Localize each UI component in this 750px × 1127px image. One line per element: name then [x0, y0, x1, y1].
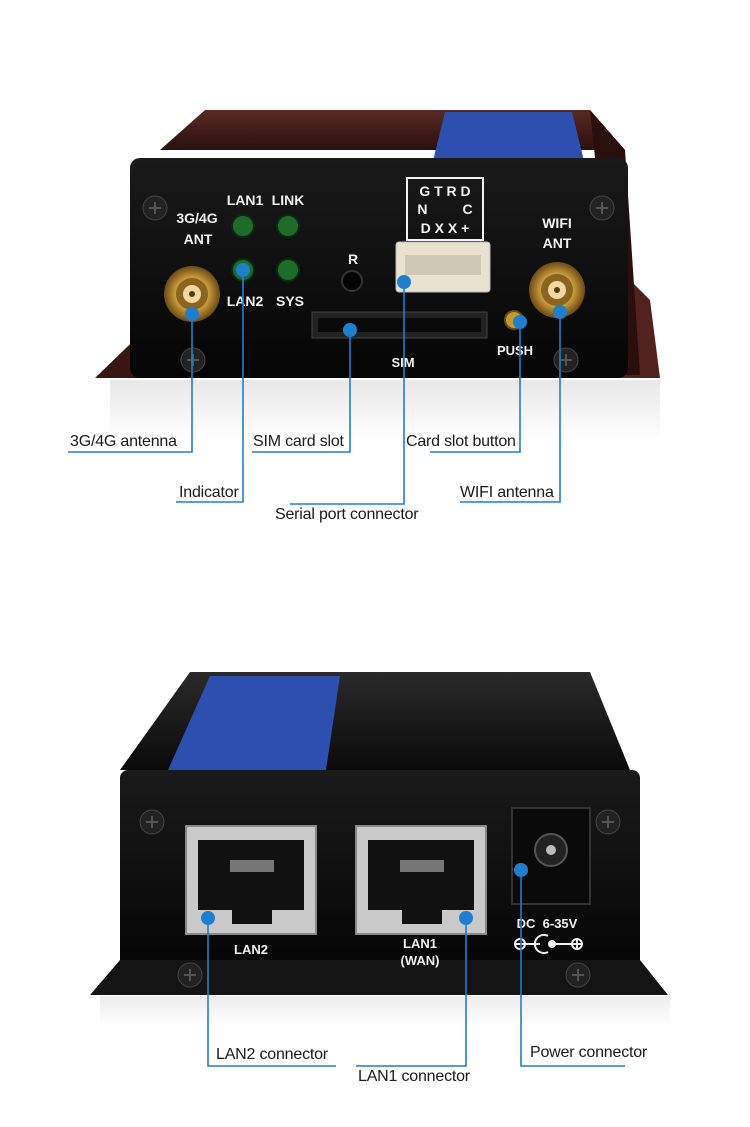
front-callout-dots [185, 263, 567, 337]
screw-icon [142, 195, 168, 221]
label-push: PUSH [497, 343, 533, 358]
label-sim: SIM [391, 355, 414, 370]
reset-button [341, 270, 363, 292]
callout-serial-port-connector: Serial port connector [275, 506, 419, 523]
led-sys [276, 258, 300, 282]
label-3g4g: 3G/4G [176, 210, 217, 226]
callout-power-connector: Power connector [530, 1044, 648, 1061]
sma-connector-3g4g [164, 266, 220, 322]
screw-icon [565, 962, 591, 988]
screw-icon [180, 347, 206, 373]
callout-card-slot-button: Card slot button [406, 433, 516, 450]
serial-pinout-row1: G T R D [419, 183, 470, 199]
top-label [432, 112, 585, 165]
led-link [276, 214, 300, 238]
front-face [130, 158, 628, 378]
callout-lan2-connector: LAN2 connector [216, 1046, 328, 1063]
screw-icon [553, 347, 579, 373]
label-lan2-rear: LAN2 [234, 942, 268, 957]
callout-lan1-connector: LAN1 connector [358, 1068, 470, 1085]
label-sys: SYS [276, 293, 304, 309]
label-lan1-rear: LAN1 [403, 936, 437, 951]
screw-icon [589, 195, 615, 221]
rear-callout-dots [201, 863, 528, 925]
serial-pinout-row2: N C [417, 201, 472, 217]
lan2-port [185, 825, 317, 935]
callout-indicator: Indicator [179, 484, 239, 501]
callout-3g4g-antenna: 3G/4G antenna [70, 433, 177, 450]
front-device: 3G/4G ANT LAN1 LINK LAN2 SYS R SIM PUSH … [95, 110, 660, 440]
lan1-port [355, 825, 487, 935]
rear-callout-lines [207, 870, 625, 1067]
polarity-icon [514, 934, 583, 954]
power-jack [511, 807, 591, 905]
label-dc-voltage: DC 6-35V [517, 916, 578, 931]
led-lan1 [231, 214, 255, 238]
rear-top-label [168, 676, 340, 770]
callout-wifi-antenna: WIFI antenna [460, 484, 554, 501]
label-wifi-ant: ANT [543, 235, 572, 251]
screw-icon [595, 809, 621, 835]
serial-pinout-row3: D X X + [421, 220, 470, 236]
sma-connector-wifi [529, 262, 585, 318]
label-reset: R [348, 251, 358, 267]
label-wan-rear: (WAN) [401, 953, 440, 968]
label-link: LINK [272, 192, 305, 208]
label-wifi: WIFI [542, 215, 572, 231]
rear-device: LAN2 LAN1 (WAN) DC 6-35V [90, 672, 670, 1026]
label-lan1: LAN1 [227, 192, 264, 208]
front-callout-lines [68, 270, 561, 505]
label-ant: ANT [184, 231, 213, 247]
callout-sim-card-slot: SIM card slot [253, 433, 344, 450]
label-lan2: LAN2 [227, 293, 264, 309]
screw-icon [139, 809, 165, 835]
serial-pinout-box [406, 177, 484, 241]
screw-icon [177, 962, 203, 988]
